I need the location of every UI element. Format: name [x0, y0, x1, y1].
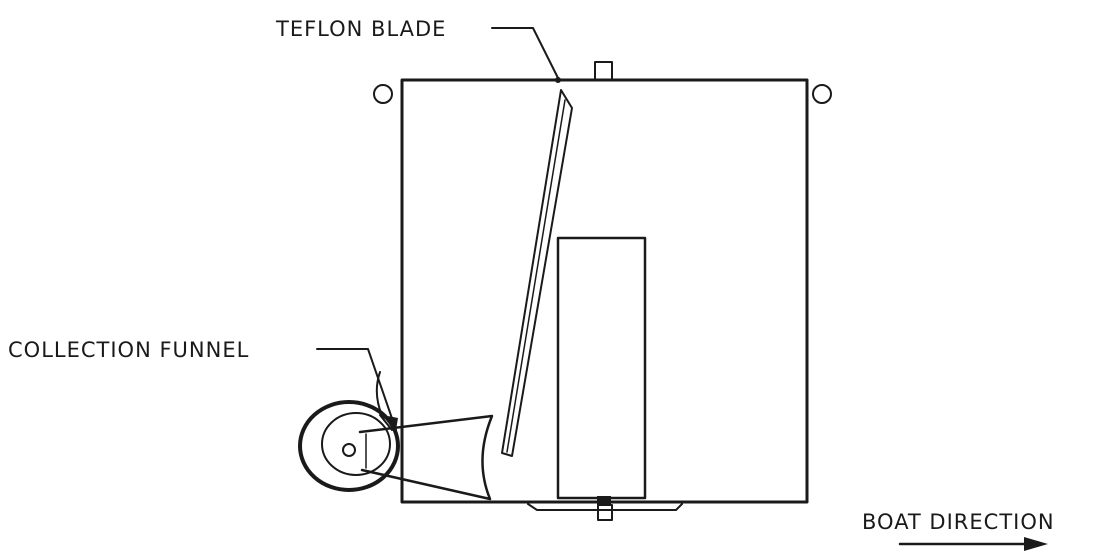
top-knob: [594, 61, 613, 81]
base-plate: [527, 496, 683, 521]
boat-direction-label: BOAT DIRECTION: [862, 510, 1055, 534]
mounting-hole-right: [812, 84, 832, 104]
teflon-blade-leader: [491, 27, 559, 79]
inner-panel: [556, 236, 647, 500]
collection-funnel-leader: [316, 348, 398, 431]
collection-funnel-label: COLLECTION FUNNEL: [8, 338, 249, 362]
teflon-blade: [501, 77, 573, 457]
boat-direction-arrow: [898, 537, 1048, 551]
teflon-blade-label: TEFLON BLADE: [275, 17, 446, 41]
collection-funnel: [298, 400, 494, 501]
mounting-hole-left: [373, 84, 393, 104]
frame-body: [400, 78, 809, 504]
